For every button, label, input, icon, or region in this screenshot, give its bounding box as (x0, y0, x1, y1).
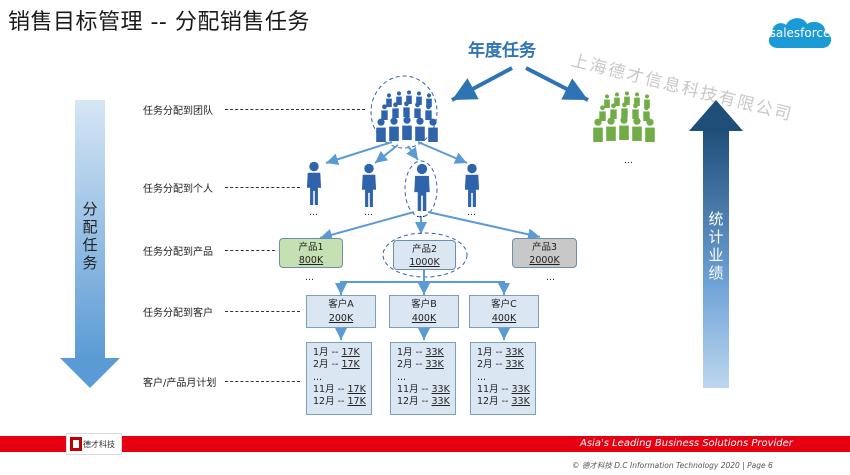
product-name: 产品3 (531, 242, 558, 253)
person-icon (414, 163, 430, 211)
plan-row: 1月 -- 17K (313, 347, 360, 358)
plan-row: 11月 -- 33K (477, 383, 530, 395)
plan-row: 11月 -- 33K (397, 383, 450, 395)
plan-row: ... (477, 371, 487, 383)
salesforce-logo: salesforce (764, 12, 836, 56)
page-title: 销售目标管理 -- 分配销售任务 (8, 10, 310, 35)
plan-row: ... (313, 371, 323, 383)
person-ellipsis: … (416, 210, 425, 220)
product-value: 2000K (529, 255, 560, 266)
product-ellipsis: … (305, 273, 314, 283)
customer-value: 400K (491, 313, 517, 324)
plan-row: 12月 -- 17K (313, 396, 366, 408)
level-leader-line (225, 187, 300, 188)
customer-name: 客户B (411, 299, 437, 310)
assign-task-arrow (60, 100, 120, 388)
plan-row: ... (397, 371, 407, 383)
salesforce-logo-text: salesforce (769, 26, 831, 40)
plan-row: 2月 -- 33K (477, 359, 524, 371)
plan-row: 1月 -- 33K (477, 347, 524, 358)
level-label-individual: 任务分配到个人 (143, 184, 213, 195)
person-icon (361, 163, 377, 207)
customer-box: 客户A 200K (306, 295, 376, 328)
footer-slogan: Asia's Leading Business Solutions Provid… (580, 438, 793, 449)
product-value: 800K (298, 255, 324, 266)
monthly-plan-box: 1月 -- 17K 2月 -- 17K ... 11月 -- 17K 12月 -… (306, 342, 372, 415)
person-icon (306, 161, 322, 205)
plan-row: 1月 -- 33K (397, 347, 444, 358)
plan-row: 2月 -- 33K (397, 359, 444, 371)
assign-task-label: 分配任务 (82, 200, 98, 272)
customer-name: 客户A (328, 299, 354, 310)
company-emblem-icon (70, 437, 82, 451)
copyright-text: © 德才科技 D.C Information Technology 2020 |… (572, 461, 773, 470)
footer-logo-text: 德才科技 (83, 440, 115, 449)
team-blue-icon (376, 90, 438, 142)
customer-value: 400K (411, 313, 437, 324)
level-label-product: 任务分配到产品 (143, 247, 213, 258)
level-label-customer: 任务分配到客户 (143, 308, 213, 319)
level-label-monthly-plan: 客户/产品月计划 (143, 378, 217, 389)
footer-logo: 德才科技 (66, 433, 122, 455)
person-ellipsis: … (467, 208, 476, 218)
level-leader-line (225, 250, 275, 251)
person-ellipsis: … (364, 208, 373, 218)
plan-row: 11月 -- 17K (313, 383, 366, 395)
team-ellipsis: … (624, 156, 633, 166)
level-leader-line (225, 311, 300, 312)
product-box: 产品3 2000K (512, 238, 577, 268)
customer-box: 客户B 400K (389, 295, 459, 328)
product-name: 产品2 (411, 244, 438, 255)
performance-stat-arrow (689, 100, 743, 388)
product-box: 产品2 1000K (393, 240, 456, 270)
plan-row: 12月 -- 33K (397, 396, 450, 408)
product-box: 产品1 800K (279, 238, 343, 268)
team-green-icon (593, 91, 655, 142)
product-value: 1000K (409, 257, 440, 268)
footer-bar (0, 436, 850, 452)
level-leader-line (225, 381, 300, 382)
monthly-plan-box: 1月 -- 33K 2月 -- 33K ... 11月 -- 33K 12月 -… (390, 342, 456, 415)
plan-row: 12月 -- 33K (477, 396, 530, 408)
level-leader-line (225, 109, 365, 110)
performance-stat-label: 统计业绩 (708, 210, 724, 282)
customer-name: 客户C (491, 299, 517, 310)
monthly-plan-box: 1月 -- 33K 2月 -- 33K ... 11月 -- 33K 12月 -… (470, 342, 536, 415)
product-ellipsis: … (546, 273, 555, 283)
level-label-team: 任务分配到团队 (143, 106, 213, 117)
customer-value: 200K (328, 313, 354, 324)
product-name: 产品1 (298, 242, 324, 253)
person-ellipsis: … (309, 208, 318, 218)
person-icon (464, 163, 480, 207)
customer-box: 客户C 400K (469, 295, 539, 328)
annual-task-label: 年度任务 (468, 41, 536, 61)
plan-row: 2月 -- 17K (313, 359, 360, 371)
team-highlight-ellipse (370, 75, 438, 149)
